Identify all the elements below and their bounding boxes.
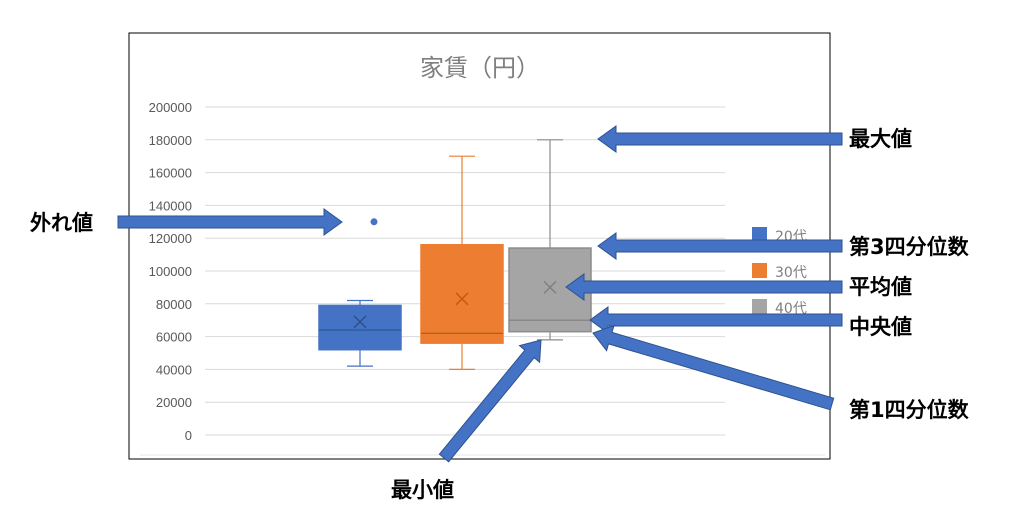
box-1 [318, 218, 402, 367]
q3-annotation-label: 第3四分位数 [849, 235, 970, 259]
min-annotation-label: 最小値 [391, 478, 454, 502]
y-tick-label: 160000 [149, 166, 192, 181]
y-tick-label: 40000 [156, 362, 192, 377]
legend-item: 30代 [752, 263, 807, 281]
annotation-arrows [117, 125, 843, 463]
y-tick-label: 140000 [149, 198, 192, 213]
box-body [420, 244, 504, 344]
legend-swatch [752, 263, 767, 278]
max-arrow [597, 125, 843, 153]
mean-annotation-label: 平均値 [849, 275, 912, 299]
median-annotation-label: 中央値 [849, 315, 912, 339]
y-tick-label: 80000 [156, 297, 192, 312]
y-tick-label: 120000 [149, 231, 192, 246]
outlier-annotation-label: 外れ値 [30, 211, 93, 235]
y-tick-label: 0 [185, 428, 192, 443]
mean-marker [543, 280, 557, 294]
legend-item: 40代 [752, 299, 807, 317]
y-tick-label: 200000 [149, 100, 192, 115]
y-tick-label: 60000 [156, 330, 192, 345]
gridlines [140, 106, 825, 456]
legend-swatch [752, 227, 767, 242]
q3-arrow [597, 232, 843, 260]
max-annotation-label: 最大値 [849, 127, 912, 151]
outlier-point [370, 218, 378, 226]
mean-marker [455, 292, 469, 306]
box-2 [420, 155, 504, 370]
y-axis-tick-labels: 0 20000 40000 60000 80000 100000 120000 140000 1… [149, 100, 192, 443]
legend-swatch [752, 299, 767, 314]
y-tick-label: 100000 [149, 264, 192, 279]
chart-title: 家賃（円） [420, 54, 540, 82]
median-arrow [589, 306, 843, 334]
q1-arrow [592, 324, 835, 411]
legend-label: 40代 [775, 301, 807, 317]
mean-marker [353, 315, 367, 329]
mean-arrow [565, 273, 843, 301]
q1-annotation-label: 第1四分位数 [849, 398, 970, 422]
box-body [318, 304, 402, 351]
min-arrow [438, 339, 542, 463]
y-tick-label: 20000 [156, 395, 192, 410]
legend-label: 30代 [775, 265, 807, 281]
outlier-arrow [117, 208, 343, 236]
y-tick-label: 180000 [149, 133, 192, 148]
